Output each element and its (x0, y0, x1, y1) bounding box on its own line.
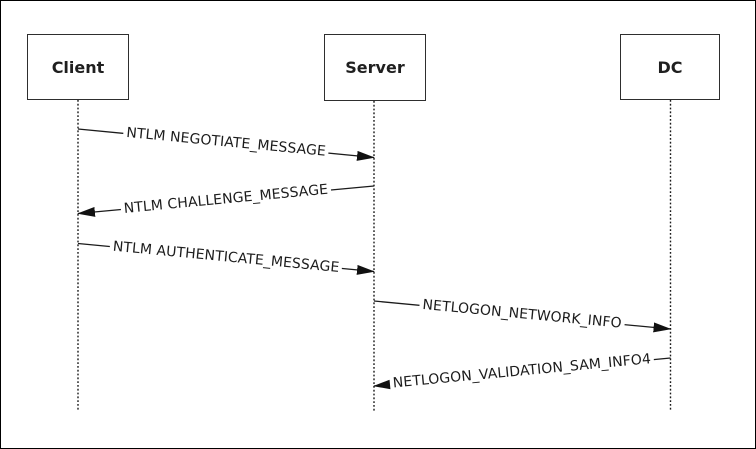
actor-label-server: Server (345, 58, 405, 77)
actor-box-client: Client (27, 34, 129, 100)
actor-label-client: Client (51, 57, 105, 77)
actor-box-server: Server (324, 34, 426, 101)
actor-label-dc: DC (657, 57, 683, 77)
actor-box-dc: DC (620, 34, 720, 100)
